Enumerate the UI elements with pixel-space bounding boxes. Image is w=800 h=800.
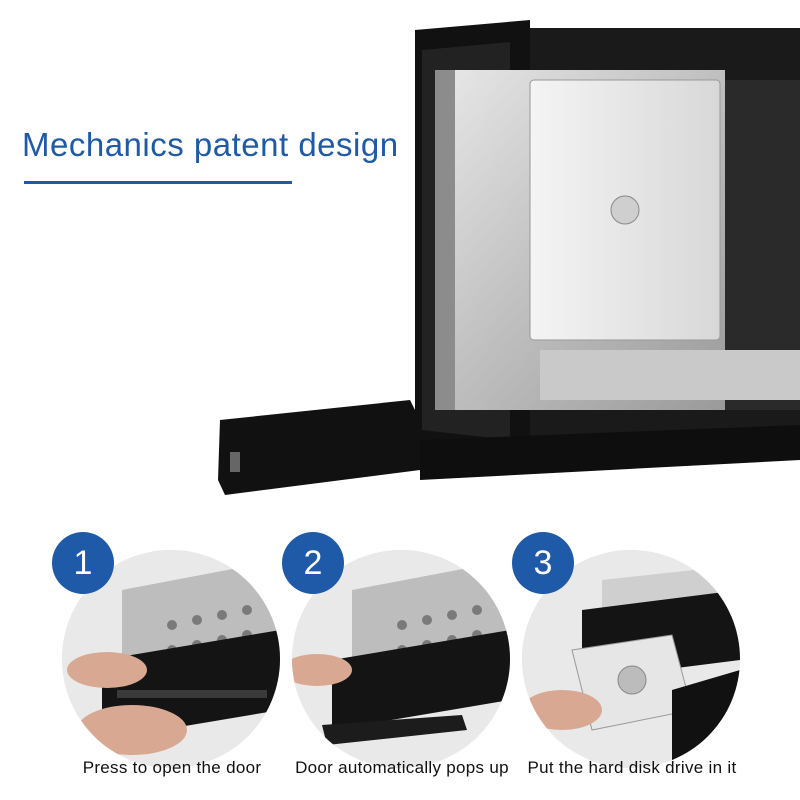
headline: Mechanics patent design bbox=[22, 126, 399, 163]
step-number-badge: 1 bbox=[52, 532, 114, 594]
step-1-caption: Press to open the door bbox=[82, 758, 262, 777]
step-3: 3 bbox=[512, 532, 752, 772]
step-1: 1 bbox=[52, 532, 292, 772]
step-3-caption: Put the hard disk drive in it bbox=[527, 758, 737, 777]
step-2: 2 bbox=[282, 532, 522, 772]
step-number-badge: 2 bbox=[282, 532, 344, 594]
step-number-badge: 3 bbox=[512, 532, 574, 594]
hero-product-image bbox=[210, 20, 800, 500]
headline-underline bbox=[24, 181, 292, 184]
step-2-caption: Door automatically pops up bbox=[295, 758, 509, 777]
